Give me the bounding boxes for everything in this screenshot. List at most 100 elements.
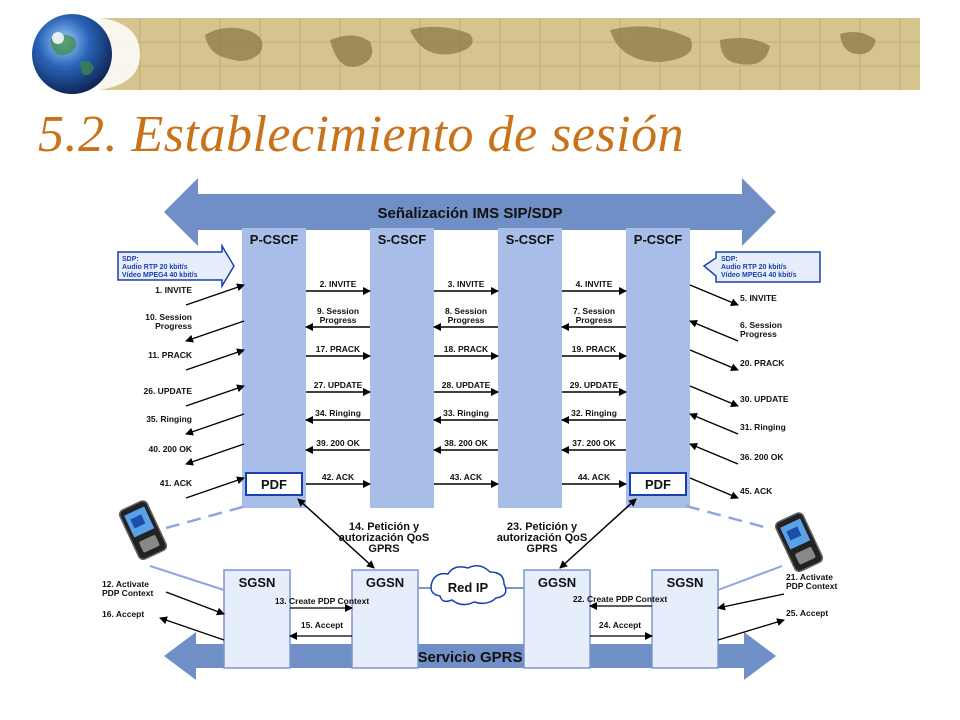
qos-right-line-3: GPRS [526, 543, 557, 555]
node-label-p-cscf-right: P-CSCF [634, 232, 682, 247]
sdp-callout-right: SDP: Audio RTP 20 kbit/s Vídeo MPEG4 40 … [702, 251, 821, 283]
msg-right-1-line-1: 6. Session [740, 320, 782, 330]
msg-col1_messages-6-line-1: 42. ACK [322, 472, 355, 482]
msg-left-5-line-1: 40. 200 OK [149, 444, 193, 454]
arrow-left-0 [185, 283, 245, 306]
pdf-box-right [629, 472, 687, 496]
ims-signaling-band [164, 178, 776, 246]
node-label-ggsn-right: GGSN [538, 575, 576, 590]
msg-col1_messages-2-line-1: 17. PRACK [316, 344, 361, 354]
node-label-sgsn-right: SGSN [667, 575, 704, 590]
sdp-right-line-3: Vídeo MPEG4 40 kbit/s [721, 272, 797, 279]
msg-left-1-line-1: 10. Session [145, 312, 192, 322]
msg-left-1-line-2: Progress [155, 321, 192, 331]
arrow-left-3 [185, 384, 245, 407]
pdf-box-left [245, 472, 303, 496]
arrow-left-2 [185, 348, 245, 371]
msg-left-4-line-1: 35. Ringing [146, 414, 192, 424]
msg-col1_messages-1-line-2: Progress [320, 315, 357, 325]
arrow-right-0 [689, 284, 739, 306]
msg-22-create-pdp: 22. Create PDP Context [573, 594, 667, 604]
arrow-right-3 [689, 385, 739, 407]
msg-col3_messages-0-line-1: 4. INVITE [576, 279, 613, 289]
arrow-right-2 [689, 349, 739, 371]
msg-right-2-line-1: 20. PRACK [740, 358, 785, 368]
s-cscf-left-column [370, 228, 434, 508]
arrow-12-activate [165, 591, 225, 616]
msg-left-6-line-1: 41. ACK [160, 478, 193, 488]
arrow-right-5 [689, 443, 739, 465]
msg-right-6-line-1: 45. ACK [740, 486, 773, 496]
arrow-right-6 [689, 477, 739, 499]
qos-arrow-left [297, 498, 375, 569]
ggsn-left-box [351, 569, 419, 669]
p-cscf-right-column [626, 228, 690, 508]
red-ip-cloud-icon [430, 565, 507, 606]
sdp-callout-left: SDP: Audio RTP 20 kbit/s Vídeo MPEG4 40 … [117, 243, 235, 289]
sdp-right-line-2: Audio RTP 20 kbit/s [721, 264, 787, 271]
p-cscf-left-column [242, 228, 306, 508]
msg-right-5-line-1: 36. 200 OK [740, 452, 784, 462]
qos-arrow-right [559, 498, 637, 569]
msg-15-accept: 15. Accept [301, 620, 343, 630]
sdp-left-line-1: SDP: [122, 256, 139, 263]
msg-col2_messages-2-line-1: 18. PRACK [444, 344, 489, 354]
sdp-left-line-2: Audio RTP 20 kbit/s [122, 264, 188, 271]
arrow-25-accept [717, 618, 785, 641]
header-banner [32, 14, 920, 94]
sdp-right-line-1: SDP: [721, 256, 738, 263]
msg-col2_messages-0-line-1: 3. INVITE [448, 279, 485, 289]
node-label-p-cscf-left: P-CSCF [250, 232, 298, 247]
msg-12-activate-line-1: 12. Activate [102, 579, 149, 589]
msg-col3_messages-1-line-1: 7. Session [573, 306, 615, 316]
msg-col3_messages-5-line-1: 37. 200 OK [572, 438, 616, 448]
gprs-service-label: Servicio GPRS [417, 649, 522, 666]
qos-left-line-3: GPRS [368, 543, 399, 555]
red-ip-label: Red IP [448, 580, 489, 595]
qos-right-line-1: 23. Petición y [507, 521, 578, 533]
mobile-phone-left-icon [118, 500, 168, 561]
ims-signaling-label: Señalización IMS SIP/SDP [377, 205, 562, 222]
globe-icon [32, 14, 112, 94]
msg-col1_messages-4-line-1: 34. Ringing [315, 408, 361, 418]
msg-col1_messages-0-line-1: 2. INVITE [320, 279, 357, 289]
sgsn-left-box [223, 569, 291, 669]
msg-col2_messages-3-line-1: 28. UPDATE [442, 380, 491, 390]
msg-col2_messages-4-line-1: 33. Ringing [443, 408, 489, 418]
msg-16-accept: 16. Accept [102, 609, 144, 619]
msg-right-1-line-2: Progress [740, 329, 777, 339]
arrow-left-4 [185, 413, 245, 436]
radio-link-right [717, 565, 783, 591]
ggsn-right-box [523, 569, 591, 669]
gprs-service-band [164, 632, 776, 680]
mobile-phone-right-icon [774, 512, 824, 573]
msg-col1_messages-1-line-1: 9. Session [317, 306, 359, 316]
qos-left-line-2: autorización QoS [339, 532, 429, 544]
node-label-ggsn-left: GGSN [366, 575, 404, 590]
msg-left-2-line-1: 11. PRACK [148, 350, 193, 360]
globe-land [50, 34, 94, 76]
msg-col2_messages-1-line-2: Progress [448, 315, 485, 325]
arrow-21-activate [717, 593, 785, 611]
msg-col3_messages-1-line-2: Progress [576, 315, 613, 325]
msg-col3_messages-2-line-1: 19. PRACK [572, 344, 617, 354]
msg-25-accept: 25. Accept [786, 608, 828, 618]
msg-col3_messages-3-line-1: 29. UPDATE [570, 380, 619, 390]
qos-left-line-1: 14. Petición y [349, 521, 420, 533]
msg-right-0-line-1: 5. INVITE [740, 293, 777, 303]
msg-24-accept: 24. Accept [599, 620, 641, 630]
dashed-link-right [685, 504, 769, 530]
msg-col2_messages-6-line-1: 43. ACK [450, 472, 483, 482]
slide-title: 5.2. Establecimiento de sesión [38, 106, 685, 163]
node-label-s-cscf-left: S-CSCF [378, 232, 426, 247]
arrow-left-5 [185, 443, 245, 466]
msg-13-create-pdp: 13. Create PDP Context [275, 596, 369, 606]
s-cscf-right-column [498, 228, 562, 508]
arrow-left-6 [185, 476, 245, 499]
arrow-right-4 [689, 413, 739, 435]
msg-21-activate-line-2: PDP Context [786, 581, 837, 591]
node-label-s-cscf-right: S-CSCF [506, 232, 554, 247]
msg-right-3-line-1: 30. UPDATE [740, 394, 789, 404]
